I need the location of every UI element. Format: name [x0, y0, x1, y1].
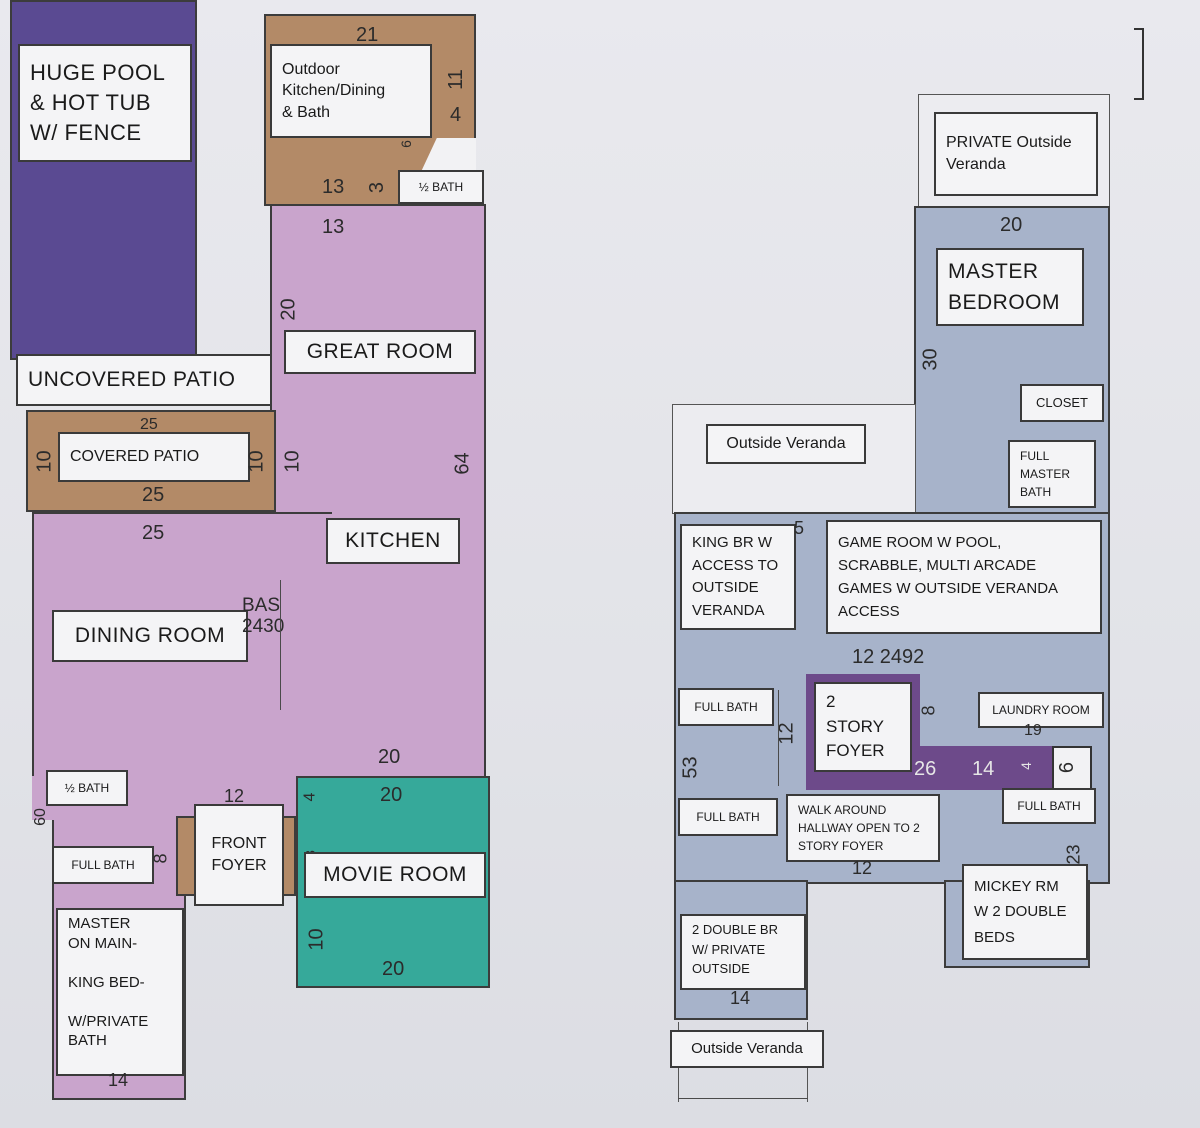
dim-gr-13: 13	[322, 216, 345, 238]
dim-kitchen-20: 20	[378, 746, 401, 768]
outside-veranda-bottom-label: Outside Veranda	[670, 1030, 824, 1068]
gsf-label: 12 2492	[852, 646, 925, 668]
dim-cp-10-left: 10	[33, 450, 56, 473]
dim-cp-10-right: 10	[245, 450, 268, 473]
dim-dbr-14: 14	[730, 988, 751, 1008]
half-bath-label: ½ BATH	[46, 770, 128, 806]
great-room-label: GREAT ROOM	[284, 330, 476, 374]
dim-hall-6: 6	[1056, 761, 1079, 774]
dim-mickey-23: 23	[1063, 844, 1084, 865]
dim-dining-25: 25	[142, 522, 165, 544]
king-br-label: KING BR W ACCESS TO OUTSIDE VERANDA	[680, 524, 796, 630]
dim-foyer-4: 4	[301, 792, 319, 802]
dim-uf-12a: 12	[775, 722, 798, 745]
dim-foyer-8: 8	[918, 705, 939, 716]
front-foyer-label: FRONT FOYER	[194, 804, 284, 906]
dim-movie-10: 10	[305, 928, 328, 951]
dim-mb-30: 30	[919, 348, 942, 371]
dim-laundry-19: 19	[1024, 722, 1042, 739]
master-bedroom-label: MASTER BEDROOM	[936, 248, 1084, 326]
full-bath-3-label: FULL BATH	[1002, 788, 1096, 824]
game-room-label: GAME ROOM W POOL, SCRABBLE, MULTI ARCADE…	[826, 520, 1102, 634]
full-master-bath-label: FULL MASTER BATH	[1008, 440, 1096, 508]
double-br-label: 2 DOUBLE BR W/ PRIVATE OUTSIDE	[680, 914, 806, 990]
full-bath-1-label: FULL BATH	[678, 688, 774, 726]
dim-master-14: 14	[108, 1070, 129, 1090]
pool-label: HUGE POOL & HOT TUB W/ FENCE	[18, 44, 192, 162]
dim-movie-20-top: 20	[380, 784, 403, 806]
closet-label: CLOSET	[1020, 384, 1104, 422]
dim-movie-20-bottom: 20	[382, 958, 405, 980]
corner-bracket	[1134, 28, 1144, 100]
half-bath-top-label: ½ BATH	[398, 170, 484, 204]
dim-mb-20: 20	[1000, 214, 1023, 236]
dim-main-64: 64	[451, 452, 474, 475]
dim-ok-side-4a: 4	[450, 104, 462, 126]
dim-cp-25-bottom: 25	[142, 484, 165, 506]
dim-gr-10: 10	[281, 450, 304, 473]
movie-room-label: MOVIE ROOM	[304, 852, 486, 898]
outside-veranda-label: Outside Veranda	[706, 424, 866, 464]
mickey-label: MICKEY RM W 2 DOUBLE BEDS	[962, 864, 1088, 960]
dim-hall-14: 14	[972, 758, 995, 780]
uncovered-patio-label: UNCOVERED PATIO	[16, 354, 274, 406]
story-foyer-hall	[914, 746, 1058, 790]
full-bath-label: FULL BATH	[52, 846, 154, 884]
dim-ok-13a: 13	[322, 176, 345, 198]
dim-left-60: 60	[31, 808, 49, 826]
bas-label: BAS 2430	[242, 595, 285, 637]
dim-foyer-12: 12	[224, 786, 245, 806]
dim-ok-top: 21	[356, 24, 379, 46]
kitchen-label: KITCHEN	[326, 518, 460, 564]
dim-uf-53: 53	[679, 756, 702, 779]
dining-room-label: DINING ROOM	[52, 610, 248, 662]
dim-hall-12: 12	[852, 858, 873, 878]
bottom-veranda-line	[678, 1098, 808, 1099]
private-veranda-label: PRIVATE Outside Veranda	[934, 112, 1098, 196]
dim-ok-side-11: 11	[444, 69, 467, 90]
covered-patio-label: COVERED PATIO	[58, 432, 250, 482]
dim-hall-4: 4	[1017, 762, 1034, 770]
dim-hall-26: 26	[914, 758, 937, 780]
dim-kb-5: 5	[794, 518, 805, 538]
dim-ok-3: 3	[366, 181, 389, 194]
dim-cp-25-top: 25	[140, 416, 158, 433]
outdoor-kitchen-label: Outdoor Kitchen/Dining & Bath	[270, 44, 432, 138]
full-bath-2-label: FULL BATH	[678, 798, 778, 836]
story-foyer-label: 2 STORY FOYER	[814, 682, 912, 772]
full-bath-1-divider	[778, 690, 779, 786]
walk-around-label: WALK AROUND HALLWAY OPEN TO 2 STORY FOYE…	[786, 794, 940, 862]
dim-ok-6: 6	[397, 140, 414, 148]
dim-bath-8: 8	[150, 853, 171, 864]
bas-line	[280, 580, 281, 710]
master-main-label: MASTER ON MAIN- KING BED- W/PRIVATE BATH	[56, 908, 184, 1076]
dim-gr-20: 20	[277, 298, 300, 321]
laundry-label: LAUNDRY ROOM	[978, 692, 1104, 728]
